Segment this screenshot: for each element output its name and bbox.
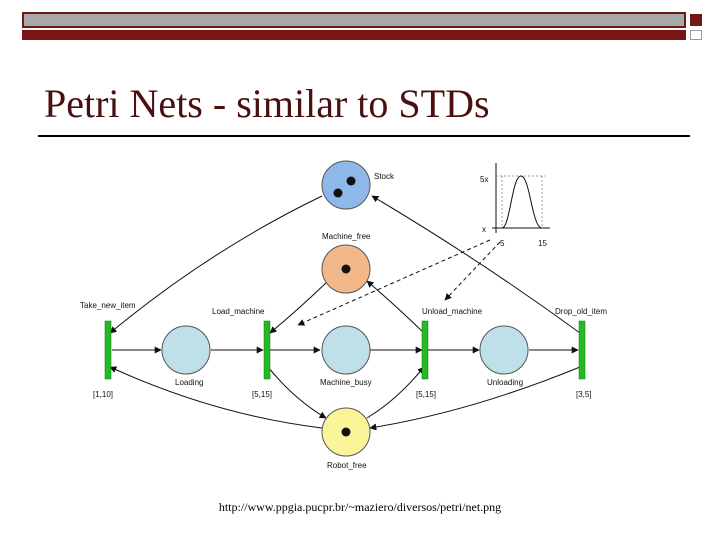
title-underline: [38, 135, 690, 137]
stock-arcs: [109, 195, 581, 334]
interval-drop-old-item: [3,5]: [576, 390, 592, 399]
label-stock: Stock: [374, 172, 395, 181]
arc-robotfree-to-take: [109, 366, 323, 429]
arc-machinefree-to-load: [269, 280, 329, 334]
arc-drop-to-stock: [371, 195, 581, 334]
plot-tick-5: 5: [500, 239, 505, 248]
label-take-new-item: Take_new_item: [80, 301, 136, 310]
plot-tick-15: 15: [538, 239, 547, 248]
place-unloading: [479, 325, 529, 375]
label-unload-machine: Unload_machine: [422, 307, 483, 316]
arc-stock-to-take: [109, 195, 323, 334]
arc-unload-to-machinefree: [366, 280, 425, 334]
label-drop-old-item: Drop_old_item: [555, 307, 607, 316]
place-machine-busy: [321, 325, 371, 375]
label-machine-free: Machine_free: [322, 232, 371, 241]
interval-take-new-item: [1,10]: [93, 390, 113, 399]
top-decoration-stripe: [22, 30, 686, 40]
inset-plot: 5x x 5 15: [480, 163, 550, 248]
place-stock: [321, 160, 371, 210]
transition-drop-old-item: [578, 320, 586, 380]
slide-title: Petri Nets - similar to STDs: [44, 81, 490, 126]
label-load-machine: Load_machine: [212, 307, 265, 316]
plot-y-label: 5x: [480, 175, 488, 184]
top-decoration-bar: [22, 12, 686, 28]
plot-x-label: x: [482, 225, 486, 234]
label-unloading: Unloading: [487, 378, 523, 387]
place-robot-free: [321, 407, 371, 457]
annotation-arrows: [297, 239, 501, 326]
machine-free-arcs: [269, 280, 425, 334]
arc-load-to-robotfree: [267, 366, 327, 419]
transition-unload-machine: [421, 320, 429, 380]
arc-drop-to-robotfree: [369, 366, 581, 431]
transition-load-machine: [263, 320, 271, 380]
plot-curve: [501, 175, 543, 229]
image-credit: http://www.ppgia.pucpr.br/~maziero/diver…: [218, 500, 502, 514]
place-machine-free: [321, 244, 371, 294]
place-loading: [161, 325, 211, 375]
arc-robotfree-to-unload: [366, 366, 425, 419]
robot-free-arcs: [109, 366, 581, 431]
label-machine-busy: Machine_busy: [320, 378, 372, 387]
interval-load-machine: [5,15]: [252, 390, 272, 399]
corner-decoration: [690, 14, 702, 26]
label-robot-free: Robot_free: [327, 461, 367, 470]
corner-decoration-lower: [690, 30, 702, 40]
dashed-arrow-to-unload: [444, 241, 501, 301]
interval-unload-machine: [5,15]: [416, 390, 436, 399]
transition-take-new-item: [104, 320, 112, 380]
label-loading: Loading: [175, 378, 203, 387]
